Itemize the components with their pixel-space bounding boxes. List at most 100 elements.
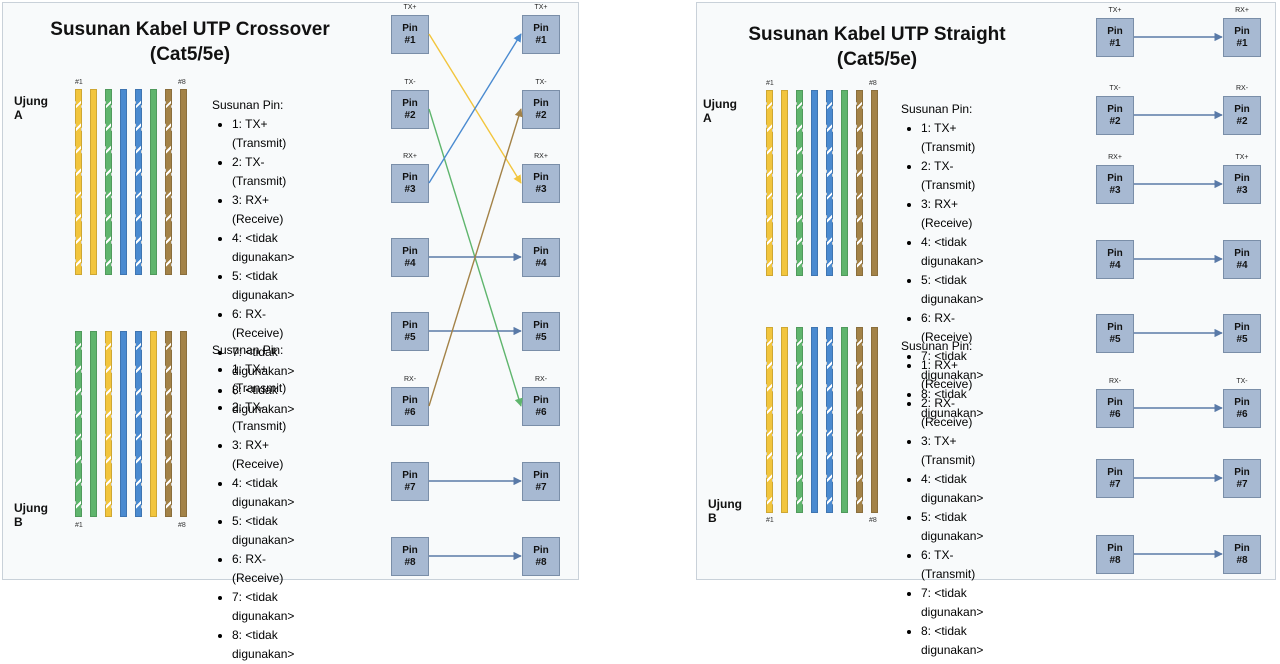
pin-number: #4	[1236, 259, 1248, 271]
pin-number: #1	[535, 34, 547, 46]
pin-number: #4	[404, 257, 416, 269]
straight-right-pin-8: Pin#8	[1223, 535, 1261, 574]
legend-item: 3: RX+ (Receive)	[921, 195, 983, 233]
legend-item: 2: TX- (Transmit)	[921, 157, 983, 195]
crossover-right-signal-label-3: RX+	[534, 153, 548, 160]
pin-number: #7	[535, 481, 547, 493]
straight-a-wire-2	[781, 90, 788, 276]
crossover-a-wire-8	[180, 89, 187, 275]
straight-legend-b: Susunan Pin: 1: RX+ (Receive) 2: RX- (Re…	[901, 337, 983, 660]
straight-right-pin-6: Pin#6	[1223, 389, 1261, 428]
pin-number: #4	[535, 257, 547, 269]
straight-b-wire-6	[841, 327, 848, 513]
crossover-right-pin-5: Pin#5	[522, 312, 560, 351]
pin-number: #6	[1109, 408, 1121, 420]
legend-item: 5: <tidak digunakan>	[921, 271, 983, 309]
straight-left-signal-label-3: RX+	[1108, 154, 1122, 161]
pin-number: #5	[1236, 333, 1248, 345]
legend-item: 7: <tidak digunakan>	[921, 347, 983, 385]
straight-b-wire-1	[766, 327, 773, 513]
crossover-left-signal-label-6: RX-	[403, 376, 417, 383]
pin-label: Pin	[533, 171, 549, 183]
pin-number: #8	[404, 556, 416, 568]
legend-item: 7: <tidak digunakan>	[232, 343, 294, 381]
crossover-b-wire-8	[180, 331, 187, 517]
crossover-right-signal-label-1: TX+	[534, 4, 548, 11]
legend-item: 7: <tidak digunakan>	[232, 588, 294, 626]
legend-item: 4: <tidak digunakan>	[232, 474, 294, 512]
straight-right-pin-4: Pin#4	[1223, 240, 1261, 279]
legend-item: 1: TX+ (Transmit)	[232, 360, 294, 398]
pin-label: Pin	[1234, 247, 1250, 259]
legend-item: 3: RX+ (Receive)	[232, 436, 294, 474]
pin-number: #1	[1236, 37, 1248, 49]
crossover-left-pin-5: Pin#5	[391, 312, 429, 351]
legend-item: 1: TX+ (Transmit)	[232, 115, 294, 153]
crossover-a-index-first: #1	[75, 79, 83, 86]
crossover-title-line2: (Cat5/5e)	[149, 44, 231, 65]
crossover-right-pin-2: Pin#2	[522, 90, 560, 129]
legend-item: 6: RX- (Receive)	[232, 550, 294, 588]
crossover-b-index-first: #1	[75, 522, 83, 529]
straight-left-pin-6: Pin#6	[1096, 389, 1134, 428]
pin-label: Pin	[1234, 321, 1250, 333]
straight-b-wire-8	[871, 327, 878, 513]
crossover-left-signal-label-2: TX-	[404, 79, 416, 86]
pin-label: Pin	[1107, 25, 1123, 37]
pin-number: #3	[535, 183, 547, 195]
legend-item: 6: RX- (Receive)	[921, 309, 983, 347]
legend-item: 6: RX- (Receive)	[232, 305, 294, 343]
pin-label: Pin	[402, 22, 418, 34]
pin-label: Pin	[1234, 396, 1250, 408]
pin-label: Pin	[533, 394, 549, 406]
straight-b-wire-5	[826, 327, 833, 513]
crossover-b-index-last: #8	[178, 522, 186, 529]
straight-right-pin-7: Pin#7	[1223, 459, 1261, 498]
crossover-right-pin-6: Pin#6	[522, 387, 560, 426]
pin-number: #5	[535, 331, 547, 343]
pin-number: #3	[404, 183, 416, 195]
straight-panel	[696, 2, 1276, 580]
pin-number: #8	[1236, 554, 1248, 566]
pin-label: Pin	[1107, 103, 1123, 115]
pin-number: #7	[404, 481, 416, 493]
straight-right-signal-label-2: RX-	[1235, 85, 1249, 92]
pin-label: Pin	[1234, 103, 1250, 115]
crossover-a-wire-7	[165, 89, 172, 275]
straight-a-wire-7	[856, 90, 863, 276]
straight-left-pin-1: Pin#1	[1096, 18, 1134, 57]
pin-number: #7	[1236, 478, 1248, 490]
legend-item: 8: <tidak digunakan>	[232, 626, 294, 664]
crossover-a-wire-6	[150, 89, 157, 275]
crossover-left-pin-1: Pin#1	[391, 15, 429, 54]
straight-a-wire-6	[841, 90, 848, 276]
straight-a-wire-4	[811, 90, 818, 276]
crossover-legend-b: Susunan Pin: 1: TX+ (Transmit) 2: TX- (T…	[212, 341, 294, 664]
straight-a-index-last: #8	[869, 80, 877, 87]
straight-left-pin-7: Pin#7	[1096, 459, 1134, 498]
crossover-b-wire-2	[90, 331, 97, 517]
pin-number: #6	[404, 406, 416, 418]
crossover-b-wire-4	[120, 331, 127, 517]
legend-item: 2: TX- (Transmit)	[232, 153, 294, 191]
legend-item: 1: TX+ (Transmit)	[921, 119, 983, 157]
crossover-left-pin-2: Pin#2	[391, 90, 429, 129]
crossover-end-b-label: Ujung B	[14, 501, 48, 529]
legend-item: 5: <tidak digunakan>	[232, 512, 294, 550]
legend-heading: Susunan Pin:	[901, 102, 973, 116]
pin-label: Pin	[533, 97, 549, 109]
crossover-right-pin-3: Pin#3	[522, 164, 560, 203]
pin-label: Pin	[402, 394, 418, 406]
pin-label: Pin	[533, 544, 549, 556]
crossover-left-signal-label-1: TX+	[403, 4, 417, 11]
pin-label: Pin	[1234, 25, 1250, 37]
pin-number: #2	[1109, 115, 1121, 127]
crossover-legend-a: Susunan Pin: 1: TX+ (Transmit) 2: TX- (T…	[212, 96, 294, 419]
straight-wire-bundle-a	[766, 90, 881, 276]
crossover-a-index-last: #8	[178, 79, 186, 86]
pin-number: #2	[1236, 115, 1248, 127]
straight-title-line1: Susunan Kabel UTP Straight	[748, 24, 1006, 45]
legend-heading: Susunan Pin:	[901, 339, 973, 353]
straight-right-pin-1: Pin#1	[1223, 18, 1261, 57]
pin-label: Pin	[1107, 247, 1123, 259]
